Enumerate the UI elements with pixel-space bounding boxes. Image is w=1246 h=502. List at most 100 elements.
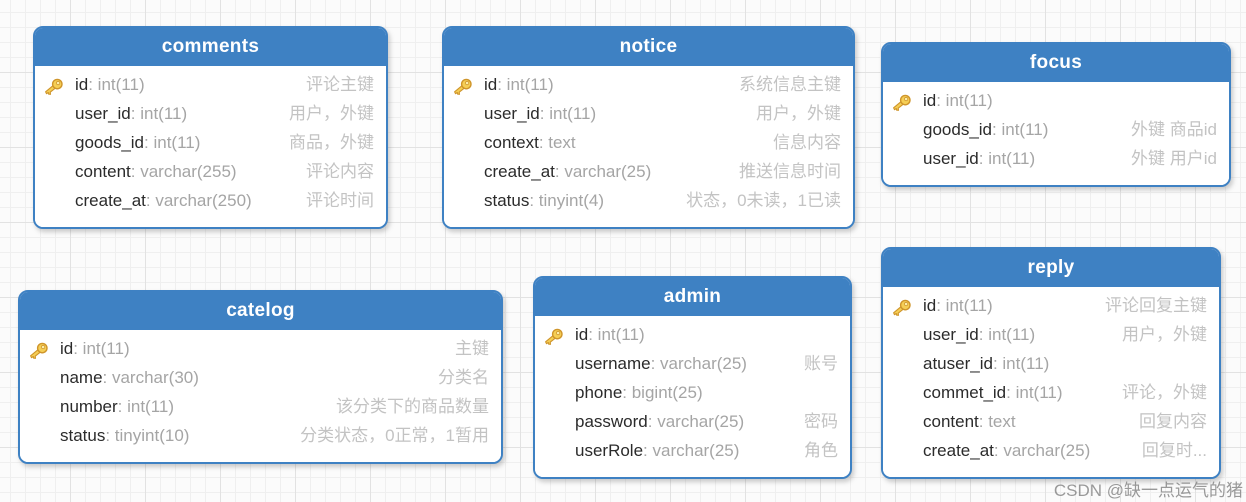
field-name-and-type: id: int(11): [60, 334, 130, 363]
field-row-catelog-name[interactable]: name: varchar(30)分类名: [20, 363, 501, 392]
field-row-reply-id[interactable]: id: int(11) 评论回复主键: [883, 291, 1219, 320]
field-name-and-type: status: tinyint(4): [484, 186, 604, 215]
primary-key-icon: [28, 340, 50, 359]
field-row-admin-phone[interactable]: phone: bigint(25): [535, 378, 850, 407]
field-name-and-type: user_id: int(11): [484, 99, 596, 128]
field-type: : varchar(255): [130, 162, 237, 181]
field-comment: 外键 商品id: [1131, 120, 1217, 139]
field-row-catelog-status[interactable]: status: tinyint(10) 分类状态，0正常，1暂用: [20, 421, 501, 450]
field-comment: 分类状态，0正常，1暂用: [300, 426, 489, 445]
field-row-comments-user_id[interactable]: user_id: int(11)用户，外键: [35, 99, 386, 128]
table-title-admin[interactable]: admin: [535, 278, 850, 316]
field-type: : int(11): [497, 75, 554, 94]
field-row-notice-context[interactable]: context: text 信息内容: [444, 128, 853, 157]
field-type: : int(11): [992, 120, 1049, 139]
field-row-notice-id[interactable]: id: int(11)系统信息主键: [444, 70, 853, 99]
field-name-and-type: user_id: int(11): [923, 144, 1035, 173]
field-comment: 回复时...: [1141, 441, 1207, 460]
field-comment: 评论内容: [306, 162, 374, 181]
field-type: : varchar(25): [643, 441, 740, 460]
field-name-and-type: context: text: [484, 128, 576, 157]
primary-key-icon: [543, 326, 565, 345]
field-type: : tinyint(10): [105, 426, 190, 445]
field-row-focus-goods_id[interactable]: goods_id: int(11) 外键 商品id: [883, 115, 1229, 144]
field-row-admin-password[interactable]: password: varchar(25) 密码: [535, 407, 850, 436]
field-row-notice-status[interactable]: status: tinyint(4) 状态，0未读，1已读: [444, 186, 853, 215]
table-title-comments[interactable]: comments: [35, 28, 386, 66]
field-row-reply-create_at[interactable]: create_at: varchar(25) 回复时...: [883, 436, 1219, 465]
field-name-and-type: id: int(11): [575, 320, 645, 349]
field-comment: 评论回复主键: [1105, 296, 1207, 315]
field-name: goods_id: [923, 120, 993, 139]
field-comment: 推送信息时间: [739, 162, 841, 181]
field-type: : varchar(25): [993, 441, 1091, 460]
field-name: id: [923, 296, 937, 315]
field-row-comments-create_at[interactable]: create_at: varchar(250) 评论时间: [35, 186, 386, 215]
field-name: id: [75, 75, 89, 94]
field-row-admin-id[interactable]: id: int(11): [535, 320, 850, 349]
field-name-and-type: create_at: varchar(25): [923, 436, 1090, 465]
field-type: : varchar(250): [145, 191, 252, 210]
field-type: : int(11): [144, 133, 201, 152]
field-row-reply-atuser_id[interactable]: atuser_id: int(11): [883, 349, 1219, 378]
table-title-notice[interactable]: notice: [444, 28, 853, 66]
field-name-and-type: id: int(11): [75, 70, 145, 99]
field-comment: 评论时间: [306, 191, 374, 210]
field-row-reply-commet_id[interactable]: commet_id: int(11)评论，外键: [883, 378, 1219, 407]
field-name-and-type: password: varchar(25): [575, 407, 744, 436]
table-title-reply[interactable]: reply: [883, 249, 1219, 287]
field-row-admin-username[interactable]: username: varchar(25)账号: [535, 349, 850, 378]
field-type: : int(11): [88, 75, 145, 94]
field-name: goods_id: [75, 133, 145, 152]
field-row-focus-id[interactable]: id: int(11): [883, 86, 1229, 115]
field-comment: 该分类下的商品数量: [336, 397, 489, 416]
field-name-and-type: user_id: int(11): [923, 320, 1035, 349]
field-comment: 密码: [804, 412, 838, 431]
field-name: user_id: [923, 325, 979, 344]
field-row-catelog-number[interactable]: number: int(11)该分类下的商品数量: [20, 392, 501, 421]
field-name: commet_id: [923, 383, 1007, 402]
field-comment: 回复内容: [1139, 412, 1207, 431]
field-name-and-type: id: int(11): [923, 291, 993, 320]
field-name: user_id: [75, 104, 131, 123]
field-type: : tinyint(4): [529, 191, 604, 210]
field-type: : bigint(25): [622, 383, 703, 402]
field-row-comments-goods_id[interactable]: goods_id: int(11) 商品，外键: [35, 128, 386, 157]
field-comment: 用户，外键: [756, 104, 841, 123]
field-row-focus-user_id[interactable]: user_id: int(11)外键 用户id: [883, 144, 1229, 173]
table-reply[interactable]: reply id: int(11) 评论回复主键 user_id: int(11)用…: [881, 247, 1221, 479]
field-name: status: [60, 426, 106, 445]
field-row-comments-id[interactable]: id: int(11)评论主键: [35, 70, 386, 99]
field-name-and-type: create_at: varchar(250): [75, 186, 252, 215]
field-comment: 状态，0未读，1已读: [686, 191, 841, 210]
field-row-notice-create_at[interactable]: create_at: varchar(25)推送信息时间: [444, 157, 853, 186]
field-row-comments-content[interactable]: content: varchar(255)评论内容: [35, 157, 386, 186]
table-admin[interactable]: admin id: int(11)username: varchar(25)账号…: [533, 276, 852, 479]
field-comment: 商品，外键: [289, 133, 374, 152]
field-row-notice-user_id[interactable]: user_id: int(11) 用户，外键: [444, 99, 853, 128]
field-name: id: [484, 75, 498, 94]
field-row-reply-user_id[interactable]: user_id: int(11)用户，外键: [883, 320, 1219, 349]
field-type: : varchar(25): [554, 162, 652, 181]
field-comment: 信息内容: [773, 133, 841, 152]
field-row-catelog-id[interactable]: id: int(11)主键: [20, 334, 501, 363]
field-name-and-type: goods_id: int(11): [923, 115, 1048, 144]
field-name-and-type: goods_id: int(11): [75, 128, 200, 157]
field-name: status: [484, 191, 530, 210]
table-focus[interactable]: focus id: int(11)goods_id: int(11)外键 商品i…: [881, 42, 1231, 187]
field-name: number: [60, 397, 118, 416]
field-type: : varchar(25): [647, 412, 745, 431]
table-title-catelog[interactable]: catelog: [20, 292, 501, 330]
field-type: : text: [978, 412, 1016, 431]
field-row-admin-userRole[interactable]: userRole: varchar(25)角色: [535, 436, 850, 465]
table-title-focus[interactable]: focus: [883, 44, 1229, 82]
field-name-and-type: name: varchar(30): [60, 363, 199, 392]
